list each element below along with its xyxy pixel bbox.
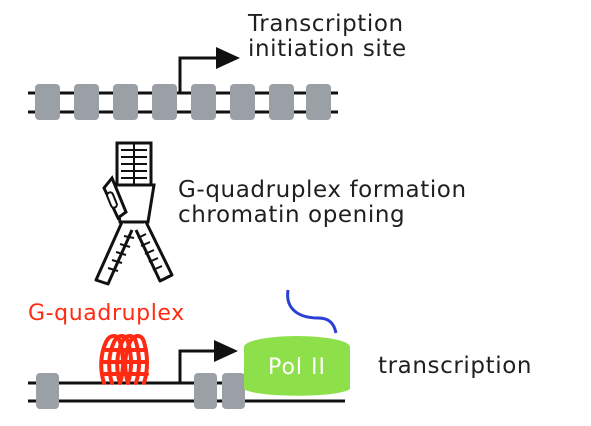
- nucleosome: [36, 373, 59, 409]
- nucleosome: [191, 84, 216, 120]
- pol-ii-label: Pol II: [268, 355, 326, 380]
- tis-line-1: Transcription: [248, 11, 404, 37]
- tss-arrow-icon: [178, 47, 240, 93]
- nucleosome: [230, 84, 255, 120]
- transcription-initiation-site-label: Transcription initiation site: [248, 11, 407, 63]
- g-quadruplex-label: G-quadruplex: [28, 301, 185, 326]
- formation-line-1: G-quadruplex formation: [178, 177, 467, 203]
- formation-label: G-quadruplex formation chromatin opening: [178, 177, 467, 229]
- zipper-icon: [94, 141, 174, 286]
- g-quadruplex-icon: [99, 334, 149, 385]
- formation-line-2: chromatin opening: [178, 202, 406, 229]
- nucleosome: [113, 84, 138, 120]
- transcription-label: transcription: [378, 353, 533, 379]
- nucleosome: [152, 84, 177, 120]
- rna-strand: [286, 289, 338, 334]
- nucleosome: [74, 84, 99, 120]
- nucleosome: [269, 84, 294, 120]
- nucleosome: [35, 84, 60, 120]
- pol-ii-icon: Pol II: [244, 336, 350, 396]
- tss-arrow-icon: [178, 340, 238, 383]
- nucleosome: [194, 373, 217, 409]
- nucleosome: [306, 84, 331, 120]
- tis-line-2: initiation site: [248, 36, 407, 63]
- closed-chromatin: [28, 84, 338, 120]
- nucleosome: [222, 373, 245, 409]
